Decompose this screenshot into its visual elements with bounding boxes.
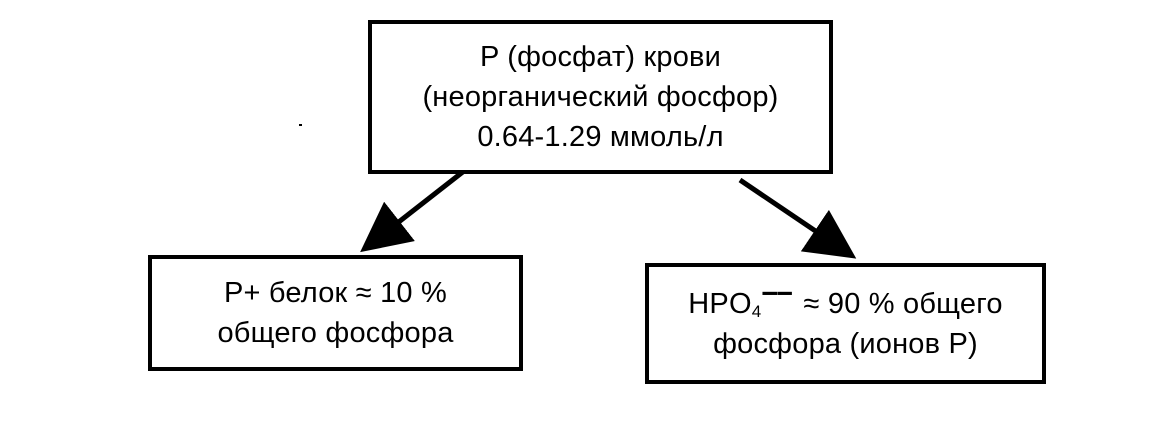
protein-bound-share: P+ белок ≈ 10 % [224,277,447,309]
formula-charge: −− [761,277,793,310]
scan-speck [299,124,302,126]
protein-bound-phosphorus-box: P+ белок ≈ 10 % общего фосфора [148,255,523,371]
blood-phosphate-title: P (фосфат) крови [479,41,722,73]
formula-subscript: 4 [751,301,762,321]
hydrogen-phosphate-percent: ≈ 90 % общего [795,287,1003,320]
arrow-to-right-box [738,177,857,259]
blood-phosphate-box: P (фосфат) крови (неорганический фосфор)… [368,20,833,174]
arrow-to-left-box [360,169,466,253]
protein-bound-caption: общего фосфора [217,317,454,349]
hydrogen-phosphate-share: HPO4−− ≈ 90 % общего [688,278,1003,324]
formula-base: HPO [688,287,752,320]
reference-range: 0.64-1.29 ммоль/л [477,121,724,153]
hydrogen-phosphate-box: HPO4−− ≈ 90 % общего фосфора (ионов P) [645,263,1046,384]
hydrogen-phosphate-caption: фосфора (ионов P) [713,327,978,360]
inorganic-phosphorus-label: (неорганический фосфор) [422,81,779,113]
